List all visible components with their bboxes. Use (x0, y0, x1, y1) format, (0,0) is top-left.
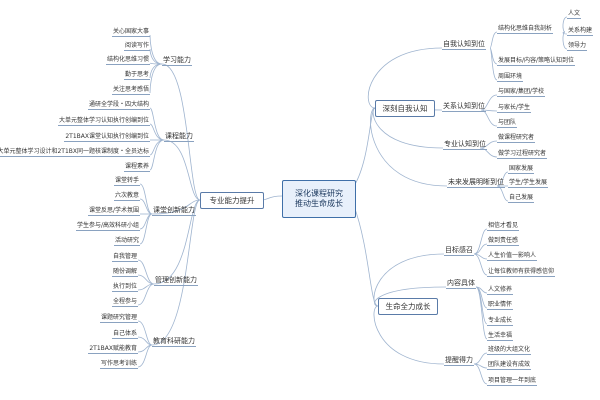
self-b-label[interactable]: 关系认知到位 (442, 102, 486, 112)
life-c-item[interactable]: 团队建设有成效 (487, 361, 532, 370)
life-a-item[interactable]: 相信才看见 (487, 222, 520, 231)
life-c-label[interactable]: 提醒得力 (444, 356, 474, 366)
life-c-item[interactable]: 项目管理一年到底 (487, 377, 538, 386)
pro-b-item[interactable]: 通研全学段・四大结构 (87, 101, 150, 110)
pro-c-item[interactable]: 课堂反思/学术氛围 (87, 207, 140, 216)
life-a-label[interactable]: 目标感召 (444, 246, 474, 256)
self-d-item[interactable]: 学生/学生发展 (508, 179, 549, 188)
branch-professional-ability[interactable]: 专业能力提升 (200, 192, 264, 209)
life-a-item[interactable]: 人生价值一影响人 (487, 252, 538, 261)
self-d-item[interactable]: 自己发展 (508, 194, 535, 203)
self-b-item[interactable]: 与家长/学生 (497, 104, 532, 113)
pro-a-label[interactable]: 学习能力 (162, 56, 192, 66)
pro-e-item[interactable]: 课题研究管理 (99, 314, 138, 323)
pro-c-label[interactable]: 课堂创新能力 (152, 206, 196, 216)
pro-d-label[interactable]: 管理创新能力 (154, 276, 198, 286)
pro-d-item[interactable]: 全程参与 (111, 298, 138, 307)
self-c-label[interactable]: 专业认知到位 (443, 140, 487, 150)
pro-b-label[interactable]: 课程能力 (164, 132, 194, 142)
pro-b-item[interactable]: 2T1BAX课堂认知执行创编到位 (64, 133, 150, 142)
branch-life-growth[interactable]: 生命全力成长 (378, 298, 438, 315)
pro-a-item[interactable]: 勤于思考 (123, 71, 150, 80)
self-b-item[interactable]: 与团队 (497, 119, 518, 128)
self-a-sub[interactable]: 关系构建 (567, 27, 594, 36)
central-topic-line1: 深化课程研究 (295, 189, 343, 198)
self-a-label[interactable]: 自我认知到位 (442, 40, 486, 50)
pro-a-item[interactable]: 关注思考感悟 (111, 86, 150, 95)
self-a-sub[interactable]: 领导力 (567, 42, 588, 51)
life-a-item[interactable]: 让每位教师有获得感信仰 (487, 268, 556, 277)
pro-b-item[interactable]: 大单元整体学习认知执行创编到位 (57, 117, 150, 126)
life-b-item[interactable]: 职业情怀 (487, 301, 514, 310)
life-b-item[interactable]: 人文修养 (487, 286, 514, 295)
life-b-item[interactable]: 生活幸福 (487, 332, 514, 341)
pro-d-item[interactable]: 自我管理 (111, 253, 138, 262)
self-a-item[interactable]: 周围环境 (497, 73, 524, 82)
branch-self-awareness[interactable]: 深刻自我认知 (375, 100, 435, 117)
pro-d-item[interactable]: 随份调解 (111, 268, 138, 277)
pro-c-item[interactable]: 课堂转手 (113, 177, 140, 186)
pro-c-item[interactable]: 活动研究 (113, 237, 140, 246)
self-a-item[interactable]: 结构化思维自我剖析 (497, 25, 554, 34)
pro-a-item[interactable]: 阅读写作 (123, 42, 150, 51)
pro-a-item[interactable]: 关心国家大事 (111, 28, 150, 37)
self-d-label[interactable]: 未来发展明晰到位 (447, 178, 505, 188)
central-topic-line2: 推动生命成长 (295, 199, 343, 208)
self-a-sub[interactable]: 人文 (567, 10, 582, 19)
pro-c-item[interactable]: 六次教意 (113, 192, 140, 201)
pro-b-item[interactable]: 大单元整体学习设计和2T1BX同一题核课制度・全员达标 (0, 148, 150, 157)
pro-b-item[interactable]: 课程素养 (123, 163, 150, 172)
self-c-item[interactable]: 做课程研究者 (497, 134, 536, 143)
pro-a-item[interactable]: 结构化思维习惯 (105, 56, 150, 65)
central-topic[interactable]: 深化课程研究 推动生命成长 (282, 180, 356, 218)
pro-e-item[interactable]: 2T1BAX赋能教育 (88, 345, 138, 354)
self-b-item[interactable]: 与国家/集团/学校 (497, 88, 546, 97)
life-a-item[interactable]: 做到责任感 (487, 237, 520, 246)
self-d-item[interactable]: 国家发展 (508, 165, 535, 174)
pro-d-item[interactable]: 执行到位 (111, 283, 138, 292)
self-a-item[interactable]: 发展目标/内容/策略认知到位 (497, 57, 576, 66)
pro-e-label[interactable]: 教育科研能力 (152, 337, 196, 347)
pro-e-item[interactable]: 自己体系 (111, 330, 138, 339)
life-b-label[interactable]: 内容具体 (446, 279, 476, 289)
pro-e-item[interactable]: 写作思考训练 (99, 360, 138, 369)
self-c-item[interactable]: 做学习过程研究者 (497, 150, 548, 159)
pro-c-item[interactable]: 学生参与/高效科研小组 (75, 222, 140, 231)
life-c-item[interactable]: 班级的大组文化 (487, 346, 532, 355)
life-b-item[interactable]: 专业成长 (487, 317, 514, 326)
